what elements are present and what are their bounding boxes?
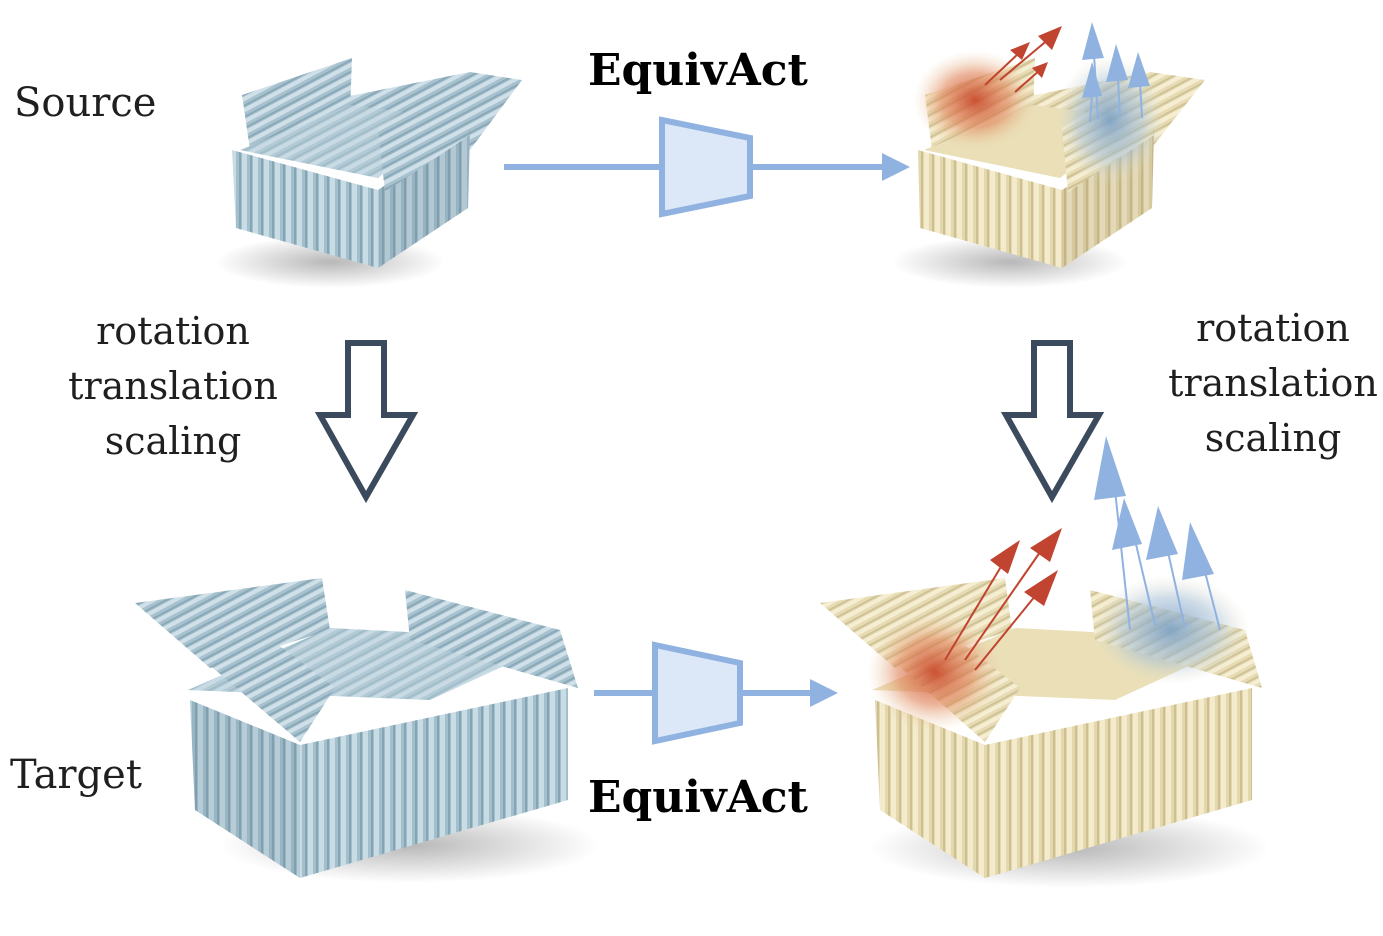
- top-red-action-arrows: [984, 26, 1062, 93]
- top-encoder-flow: [504, 116, 910, 218]
- right-transform-translation: translation: [1168, 361, 1378, 405]
- target-point-cloud: [135, 578, 600, 883]
- top-model-title: EquivAct: [588, 45, 808, 96]
- bottom-blue-action-arrows: [1094, 436, 1221, 631]
- bottom-encoder-icon: [652, 641, 743, 745]
- source-label: Source: [14, 80, 157, 126]
- left-transform-down-arrow: [314, 340, 419, 504]
- source-point-cloud: [215, 58, 522, 288]
- left-transform-labels: rotation translation scaling: [60, 304, 286, 469]
- right-transform-down-arrow: [1000, 340, 1105, 504]
- target-heatmap-point-cloud: [820, 575, 1270, 888]
- bottom-red-action-arrows: [944, 528, 1062, 671]
- bottom-model-title: EquivAct: [588, 772, 808, 823]
- right-transform-rotation: rotation: [1196, 306, 1350, 350]
- right-transform-labels: rotation translation scaling: [1163, 301, 1383, 466]
- left-transform-scaling: scaling: [104, 419, 242, 463]
- left-transform-rotation: rotation: [96, 309, 250, 353]
- target-label: Target: [10, 752, 142, 798]
- top-encoder-icon: [659, 116, 753, 218]
- right-transform-scaling: scaling: [1204, 416, 1342, 460]
- bottom-encoder-flow: [594, 641, 838, 745]
- top-blue-action-arrows: [1082, 22, 1150, 123]
- left-transform-translation: translation: [68, 364, 278, 408]
- source-heatmap-point-cloud: [892, 50, 1205, 288]
